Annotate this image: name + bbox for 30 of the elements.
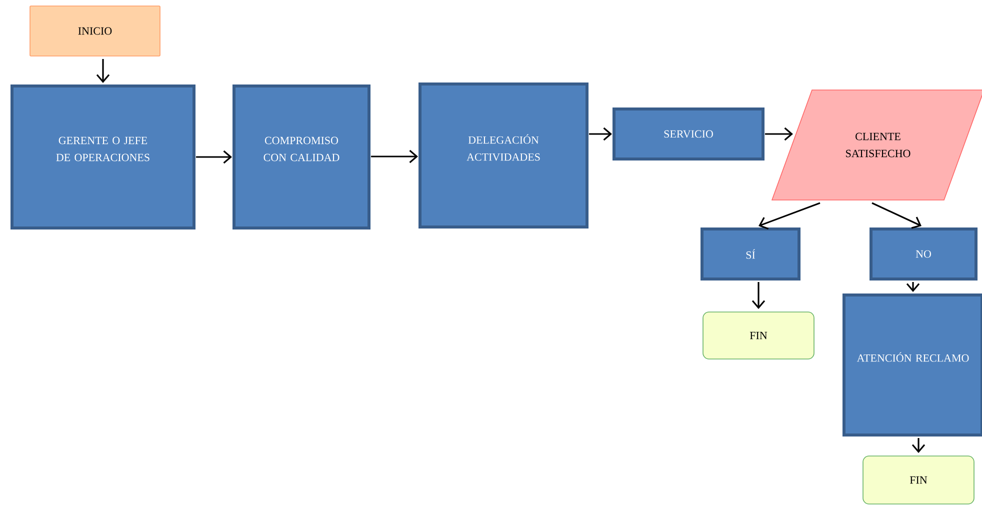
node-text: CLIENTE SATISFECHO bbox=[846, 132, 910, 158]
arrow bbox=[758, 202, 820, 230]
end-box bbox=[862, 456, 974, 504]
process-box bbox=[842, 294, 982, 436]
start-box bbox=[30, 6, 160, 56]
process-box bbox=[232, 84, 370, 230]
arrow bbox=[96, 59, 110, 83]
process-box bbox=[10, 84, 196, 230]
node-text: FIN bbox=[750, 332, 768, 340]
arrow bbox=[589, 127, 612, 141]
node-text: ATENCIÓN RECLAMO bbox=[856, 352, 969, 362]
node-text: DELEGACIÓN ACTIVIDADES bbox=[466, 134, 540, 161]
process-box bbox=[870, 228, 978, 280]
node-text: INICIO bbox=[78, 27, 112, 35]
arrow bbox=[371, 150, 418, 164]
arrow bbox=[765, 127, 794, 141]
end-box bbox=[702, 312, 814, 360]
process-box bbox=[700, 228, 800, 280]
arrow bbox=[912, 438, 926, 453]
process-box bbox=[612, 108, 764, 160]
node-text: SERVICIO bbox=[664, 130, 713, 138]
node-text: SÍ bbox=[746, 249, 756, 259]
arrow bbox=[752, 282, 766, 309]
node-text: COMPROMISO CON CALIDAD bbox=[264, 136, 340, 162]
node-text: NO bbox=[916, 250, 931, 258]
process-box bbox=[418, 82, 588, 228]
arrow bbox=[196, 150, 232, 164]
node-text: FIN bbox=[910, 476, 928, 484]
node-text: GERENTE O JEFE DE OPERACIONES bbox=[56, 136, 150, 162]
arrow bbox=[872, 202, 922, 229]
